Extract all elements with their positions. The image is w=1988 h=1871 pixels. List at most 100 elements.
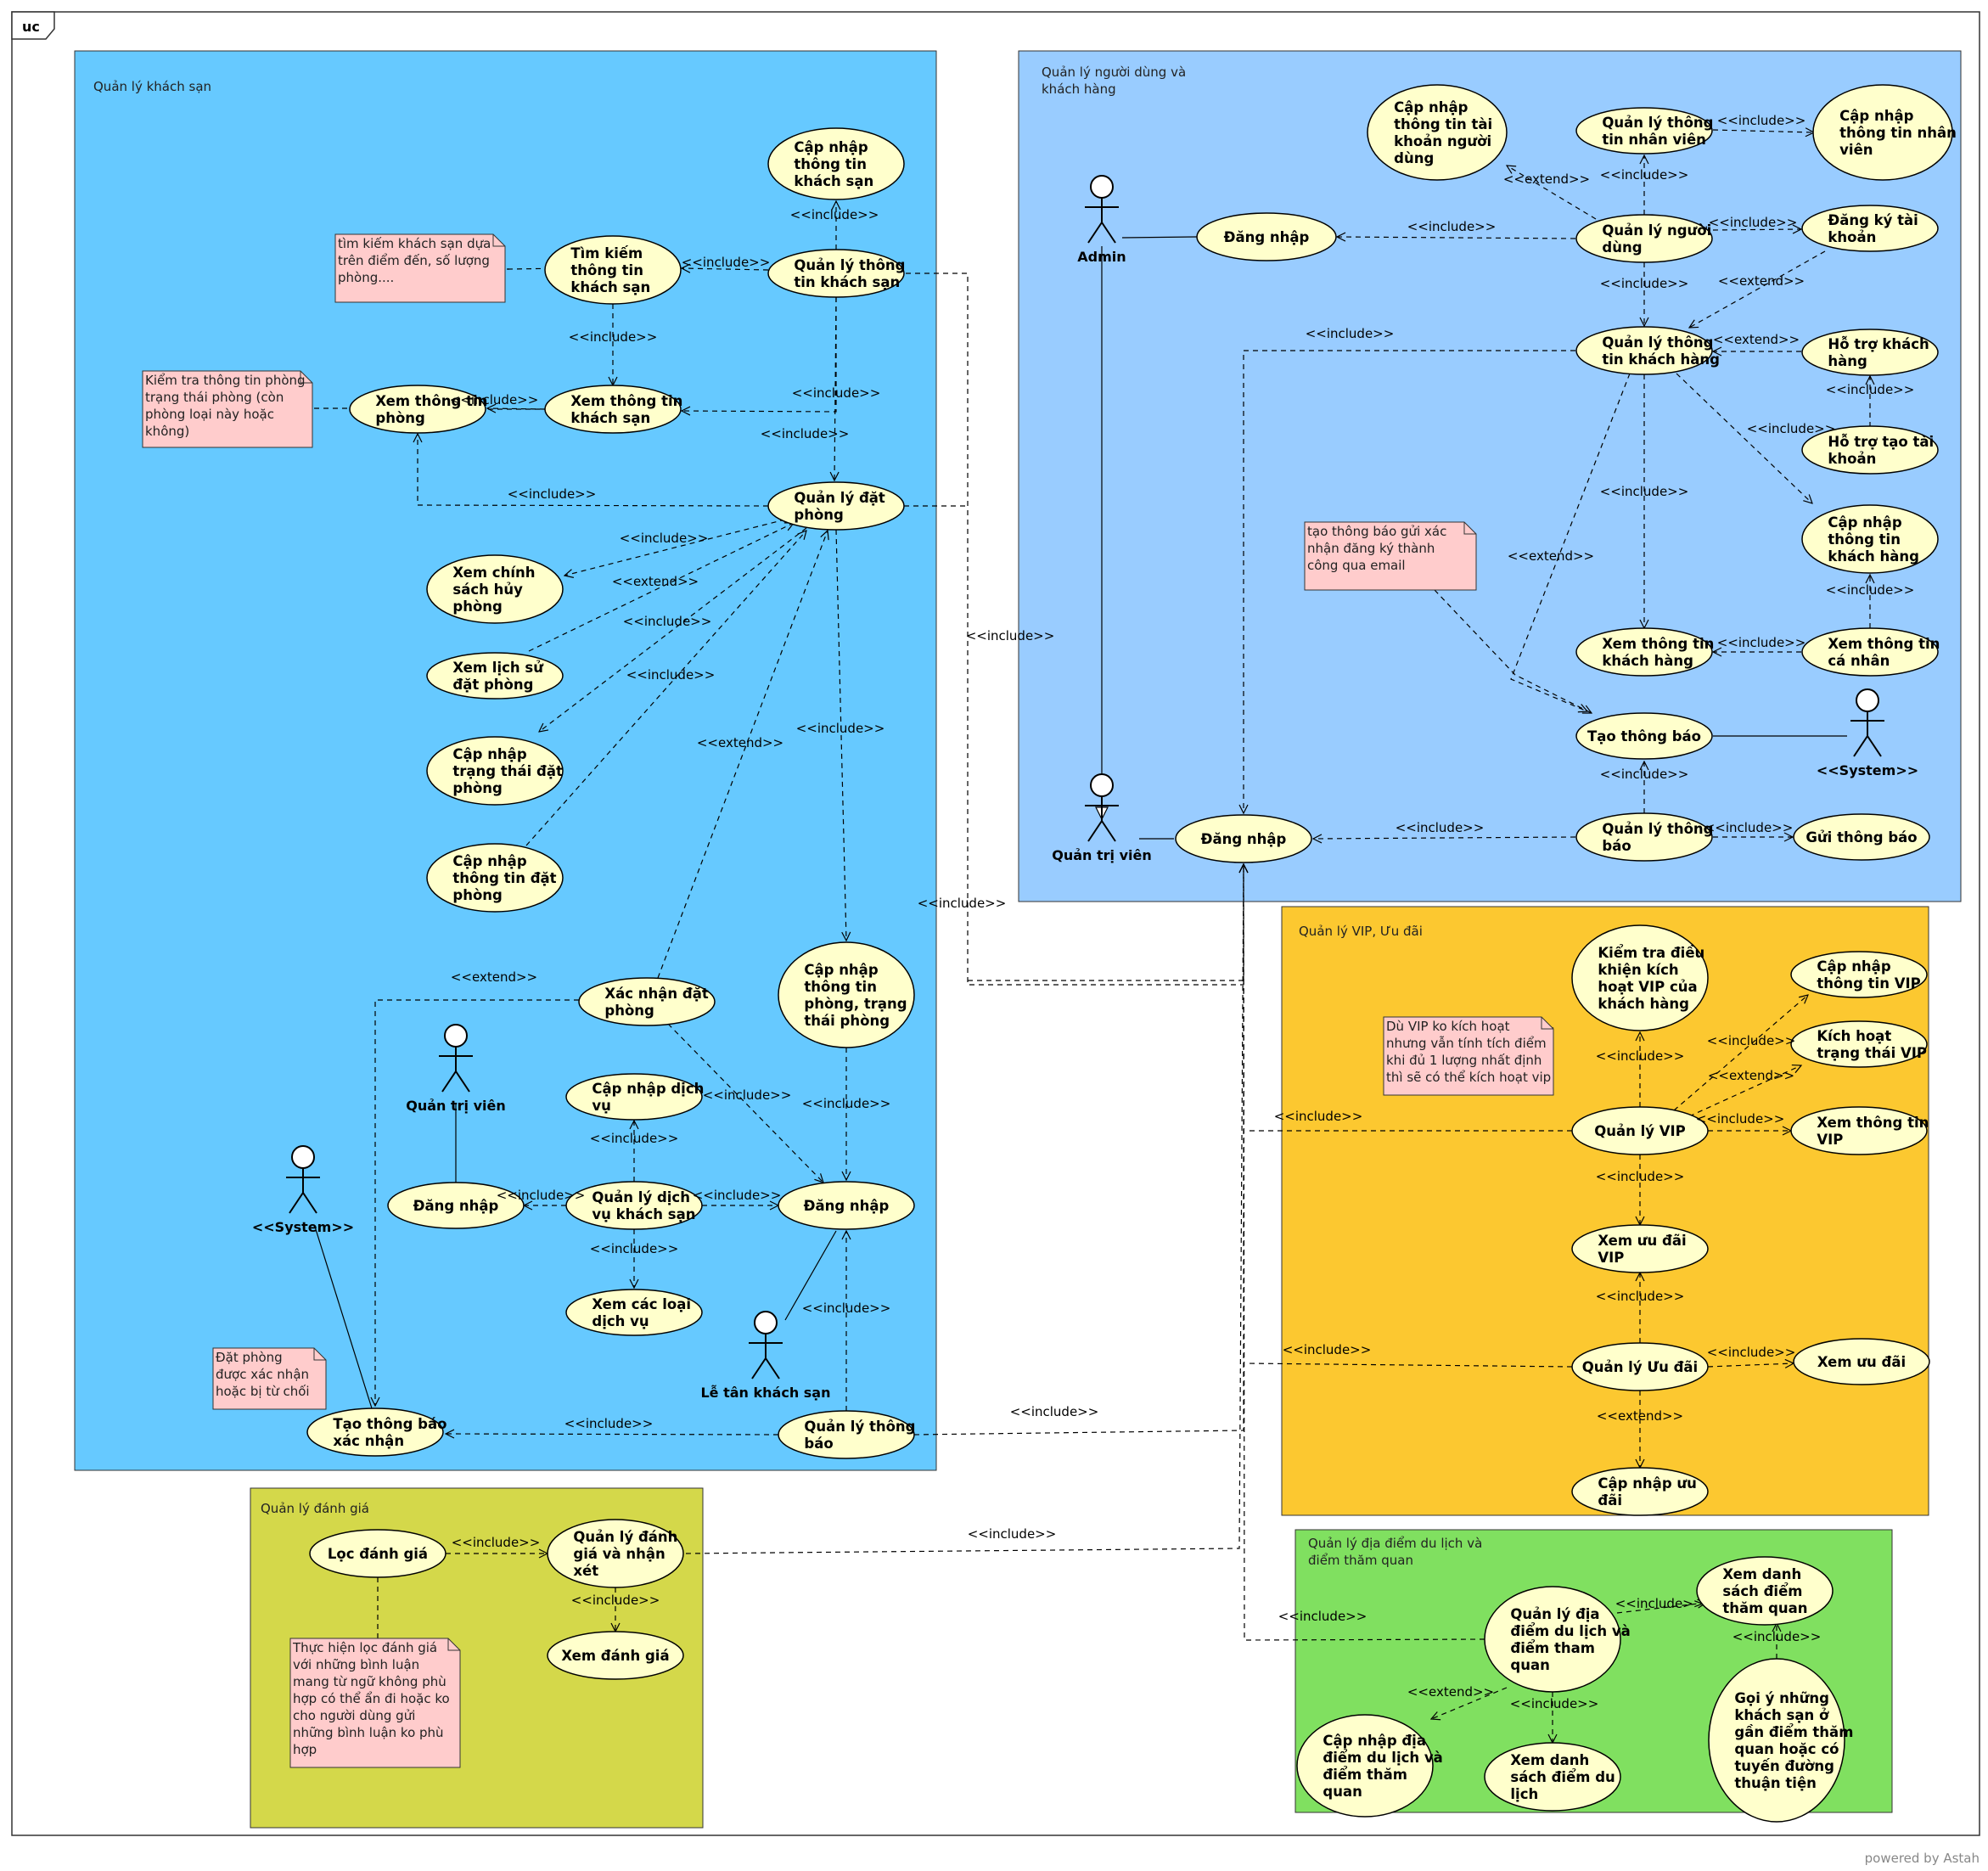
connector [1244, 864, 1485, 1641]
connector [418, 434, 769, 507]
connector [1337, 237, 1576, 239]
package-vip-title: Quản lý VIP, Ưu đãi [1299, 924, 1423, 939]
connector [1688, 1065, 1801, 1117]
relation-label: <<extend>> [697, 735, 783, 750]
relation-label: <<include>> [790, 207, 879, 222]
actor-letan: Lễ tân khách sạn [700, 1311, 831, 1401]
relation-label: <<include>> [918, 896, 1007, 911]
frame-tab [11, 11, 55, 40]
connector [314, 1226, 373, 1409]
usecase-label: Quản lý VIP [1594, 1123, 1686, 1139]
relation-label: <<include>> [1709, 215, 1798, 230]
relation-label: <<include>> [569, 329, 658, 345]
usecase-label: Lọc đánh giá [328, 1546, 428, 1562]
relation-label: <<include>> [1704, 820, 1794, 835]
connector [528, 523, 794, 652]
relation-label: <<include>> [1717, 635, 1806, 650]
relation-label: <<extend>> [1713, 332, 1800, 347]
actor-label: Lễ tân khách sạn [700, 1385, 830, 1401]
relation-label: <<include>> [1600, 484, 1689, 499]
relation-label: <<include>> [590, 1241, 679, 1256]
connector [1673, 995, 1808, 1111]
relation-label: <<include>> [452, 1535, 541, 1550]
usecase-ql-ud: Quản lý Ưu đãi [1571, 1342, 1709, 1391]
relation-label: <<include>> [497, 1188, 586, 1203]
relation-label: <<include>> [1010, 1404, 1099, 1419]
connector [1616, 1603, 1706, 1614]
frame-label: uc [22, 19, 40, 35]
relation-label: <<include>> [1600, 276, 1689, 291]
usecase-dn-admin: Đăng nhập [1196, 212, 1337, 261]
connector [1689, 250, 1826, 328]
relation-label: <<include>> [1596, 1169, 1685, 1184]
connector [784, 1230, 837, 1321]
relation-labels: <<include>> <<include>> <<include>> <<inclu… [450, 113, 1915, 1711]
relation-label: <<extend>> [1708, 1068, 1794, 1083]
relation-label: <<include>> [1306, 326, 1395, 341]
relation-label: <<extend>> [451, 969, 537, 985]
connector [1245, 1363, 1573, 1368]
relation-label: <<include>> [564, 1416, 654, 1431]
actor-label: Admin [1077, 249, 1126, 265]
connector [685, 864, 1244, 1554]
actor-label: <<System>> [1817, 762, 1918, 778]
relation-label: <<include>> [693, 1188, 782, 1203]
connector [913, 864, 1244, 1436]
connector [1510, 373, 1631, 711]
relation-label: <<extend>> [612, 574, 699, 589]
actor-qtv-top: Quản trị viên [1052, 773, 1152, 863]
relation-label: <<include>> [508, 486, 597, 502]
relation-label: <<include>> [966, 628, 1055, 643]
connector [1707, 1363, 1794, 1367]
package-hotel-title: Quản lý khách sạn [93, 79, 211, 94]
relation-label: <<include>> [1696, 1111, 1785, 1127]
relation-label: <<include>> [792, 385, 881, 401]
relation-label: <<extend>> [1508, 548, 1594, 564]
actor-admin: Admin [1077, 175, 1126, 265]
usecase-label: Đăng nhập [804, 1198, 890, 1214]
relation-label: <<include>> [626, 667, 716, 683]
relation-label: <<include>> [1510, 1696, 1599, 1711]
